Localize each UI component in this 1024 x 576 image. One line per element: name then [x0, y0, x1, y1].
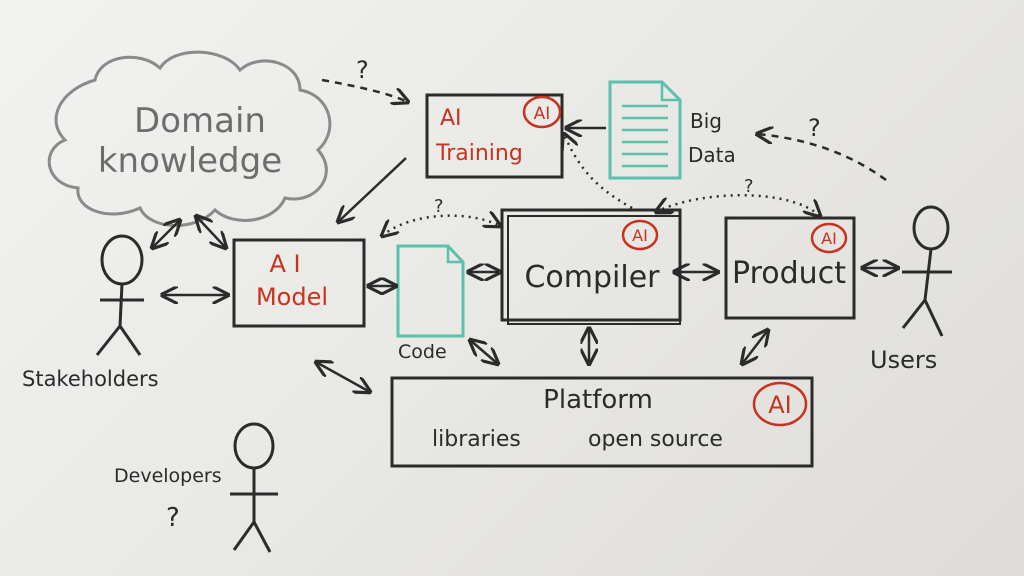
ai-training-badge: AI — [534, 104, 551, 124]
product-label: Product — [732, 256, 846, 291]
ai-training-line1: AI — [440, 106, 462, 131]
ai-training-line2: Training — [435, 141, 523, 166]
platform-badge: AI — [768, 391, 792, 419]
question-mark-bigdata: ? — [808, 114, 821, 142]
big-data-document: Big Data — [608, 80, 736, 180]
diagram-arrows — [152, 78, 898, 392]
users-label: Users — [870, 346, 937, 374]
platform-title: Platform — [543, 385, 653, 415]
product-box: Product AI — [724, 216, 856, 320]
developers-figure — [230, 422, 278, 553]
ai-model-line2: Model — [256, 283, 328, 311]
arrow-training-to-model — [338, 157, 407, 222]
stakeholders-label: Stakeholders — [22, 367, 159, 391]
platform-item-open-source: open source — [588, 427, 723, 452]
arrow-stakeholders-cloud — [152, 220, 180, 248]
product-badge: AI — [821, 229, 837, 248]
code-document: Code — [396, 244, 465, 363]
compiler-badge-circle — [621, 219, 659, 251]
question-mark-cloud-training: ? — [356, 56, 369, 84]
developers-question-mark: ? — [166, 503, 180, 533]
arrow-compiler-product-dotted — [656, 194, 820, 216]
arrow-model-platform — [316, 362, 370, 392]
arrow-product-platform — [742, 330, 768, 364]
compiler-label: Compiler — [524, 260, 660, 295]
users-figure — [901, 205, 952, 337]
compiler-box: Compiler AI — [500, 208, 682, 325]
arrow-model-compiler-dotted — [382, 216, 500, 236]
question-mark-compiler-product: ? — [744, 176, 754, 197]
code-label: Code — [398, 341, 447, 363]
platform-box: Platform libraries open source AI — [390, 376, 814, 468]
ai-badge-circle — [522, 95, 562, 129]
arrow-cloud-model — [196, 216, 226, 248]
arrow-code-platform — [470, 340, 498, 364]
big-data-line2: Data — [688, 143, 736, 167]
ai-training-box: AI Training AI — [425, 93, 564, 179]
platform-item-libraries: libraries — [432, 427, 521, 452]
cloud-line1: Domain — [134, 101, 266, 141]
cloud-line2: knowledge — [98, 141, 282, 181]
arrow-to-bigdata — [757, 134, 887, 182]
domain-knowledge-cloud: Domain knowledge — [47, 50, 332, 227]
big-data-line1: Big — [690, 109, 722, 133]
ai-model-box: A I Model — [232, 238, 366, 328]
question-mark-model-compiler: ? — [434, 196, 444, 217]
platform-badge-circle — [752, 381, 808, 427]
arrow-cloud-to-training — [321, 78, 408, 102]
developers-label: Developers — [114, 465, 222, 487]
ai-model-line1: A I — [269, 250, 300, 278]
product-badge-circle — [810, 222, 848, 254]
arrow-compiler-training-dotted — [564, 134, 633, 210]
stakeholders-figure — [95, 234, 144, 356]
compiler-badge: AI — [632, 226, 648, 245]
